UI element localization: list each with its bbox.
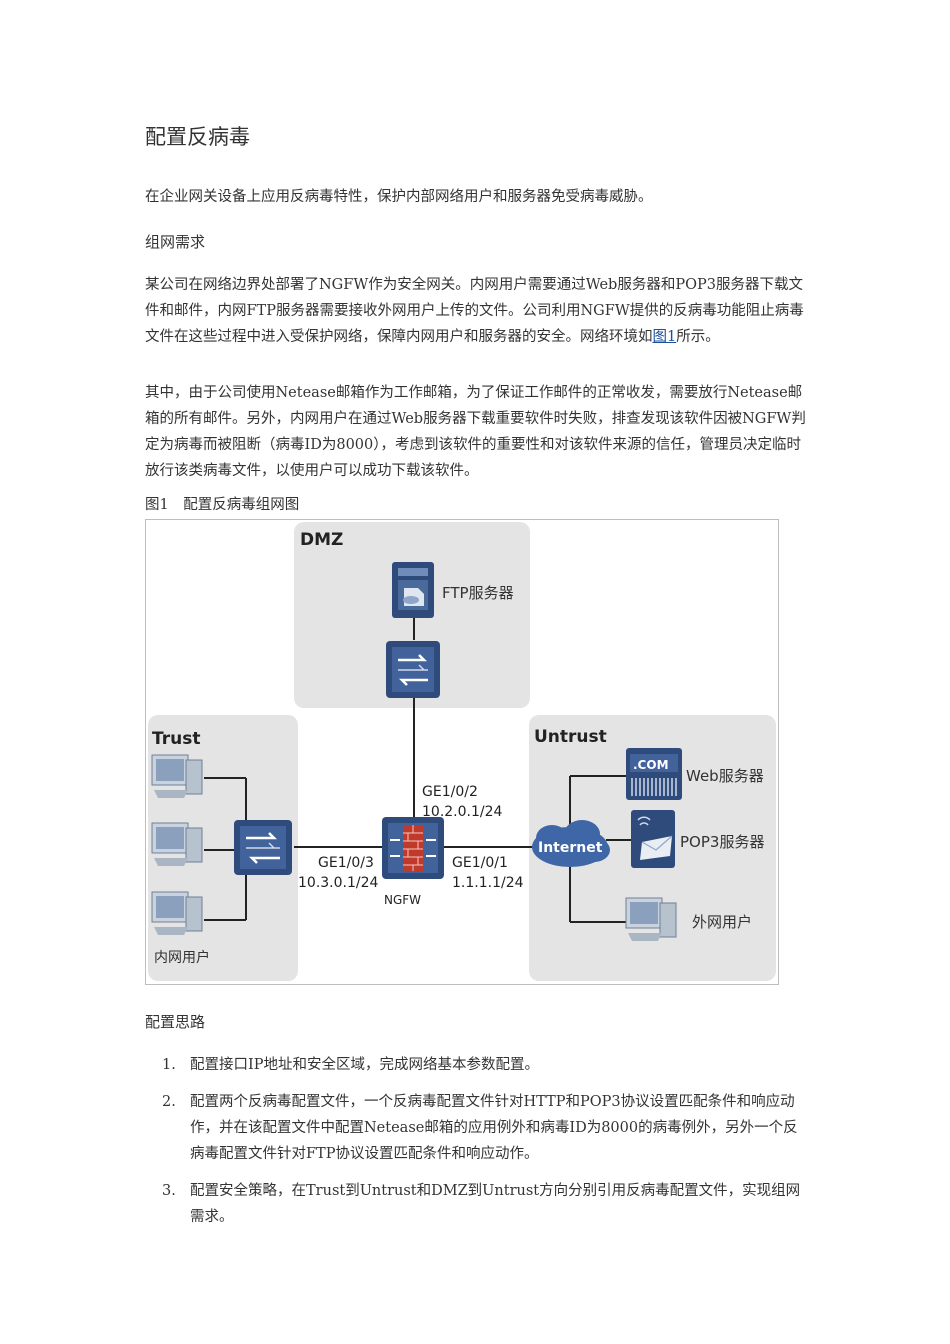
step-number: 2. <box>162 1094 176 1110</box>
ftp-server-icon <box>392 562 434 618</box>
zone-dmz-label: DMZ <box>300 530 343 550</box>
dmz-switch-icon <box>386 641 440 698</box>
step-text: 配置接口IP地址和安全区域，完成网络基本参数配置。 <box>190 1057 539 1073</box>
step-text: 配置安全策略，在Trust到Untrust和DMZ到Untrust方向分别引用反… <box>190 1183 801 1225</box>
intro-paragraph: 在企业网关设备上应用反病毒特性，保护内部网络用户和服务器免受病毒威胁。 <box>145 189 653 205</box>
internal-users-label: 内网用户 <box>154 949 210 966</box>
internet-label: Internet <box>538 840 603 856</box>
ngfw-firewall-icon <box>382 817 444 879</box>
web-server-icon <box>626 748 682 800</box>
exception-paragraph: 其中，由于公司使用Netease邮箱作为工作邮箱，为了保证工作邮件的正常收发，需… <box>145 385 806 479</box>
page-title: 配置反病毒 <box>145 125 250 149</box>
step-number: 1. <box>162 1057 176 1073</box>
section-heading-plan: 配置思路 <box>145 1013 206 1031</box>
internal-pc-icon-1 <box>151 754 203 798</box>
plan-steps-list: 1. 配置接口IP地址和安全区域，完成网络基本参数配置。 2. 配置两个反病毒配置文… <box>145 1052 810 1241</box>
interface-ip103: 10.3.0.1/24 <box>298 875 379 891</box>
step-text: 配置两个反病毒配置文件，一个反病毒配置文件针对HTTP和POP3协议设置匹配条件… <box>190 1094 798 1162</box>
figure-caption: 图1 配置反病毒组网图 <box>145 497 300 513</box>
web-server-label: Web服务器 <box>686 767 764 785</box>
trust-switch-icon <box>234 820 292 875</box>
plan-step: 1. 配置接口IP地址和安全区域，完成网络基本参数配置。 <box>145 1052 810 1078</box>
interface-ge102: GE1/0/2 <box>422 784 478 800</box>
interface-ge101: GE1/0/1 <box>452 855 508 871</box>
section-heading-network: 组网需求 <box>145 233 206 251</box>
interface-ge103: GE1/0/3 <box>318 855 374 871</box>
external-pc-icon <box>625 897 677 941</box>
internal-pc-icon-3 <box>151 891 203 935</box>
plan-step: 3. 配置安全策略，在Trust到Untrust和DMZ到Untrust方向分别引… <box>145 1178 810 1230</box>
zone-trust-label: Trust <box>152 729 200 749</box>
network-diagram: DMZ Trust Untrust <box>145 519 779 985</box>
step-number: 3. <box>162 1183 176 1199</box>
pop3-server-icon <box>631 810 675 868</box>
pop3-server-label: POP3服务器 <box>680 833 764 851</box>
internet-cloud-icon <box>532 820 610 867</box>
interface-ip102: 10.2.0.1/24 <box>422 804 503 820</box>
network-paragraph: 某公司在网络边界处部署了NGFW作为安全网关。内网用户需要通过Web服务器和PO… <box>145 272 808 350</box>
external-user-label: 外网用户 <box>692 913 752 931</box>
network-paragraph-text: 某公司在网络边界处部署了NGFW作为安全网关。内网用户需要通过Web服务器和PO… <box>145 277 804 345</box>
connection-lines <box>204 616 631 923</box>
plan-step: 2. 配置两个反病毒配置文件，一个反病毒配置文件针对HTTP和POP3协议设置匹配… <box>145 1089 810 1167</box>
com-label: .COM <box>633 758 669 772</box>
ftp-server-label: FTP服务器 <box>442 584 514 602</box>
figure-link[interactable]: 图1 <box>652 329 677 345</box>
internal-pc-icon-2 <box>151 822 203 866</box>
zone-untrust-label: Untrust <box>534 727 607 747</box>
interface-ip101: 1.1.1.1/24 <box>452 875 524 891</box>
network-paragraph-end: 所示。 <box>676 329 720 345</box>
ngfw-label: NGFW <box>384 893 421 907</box>
